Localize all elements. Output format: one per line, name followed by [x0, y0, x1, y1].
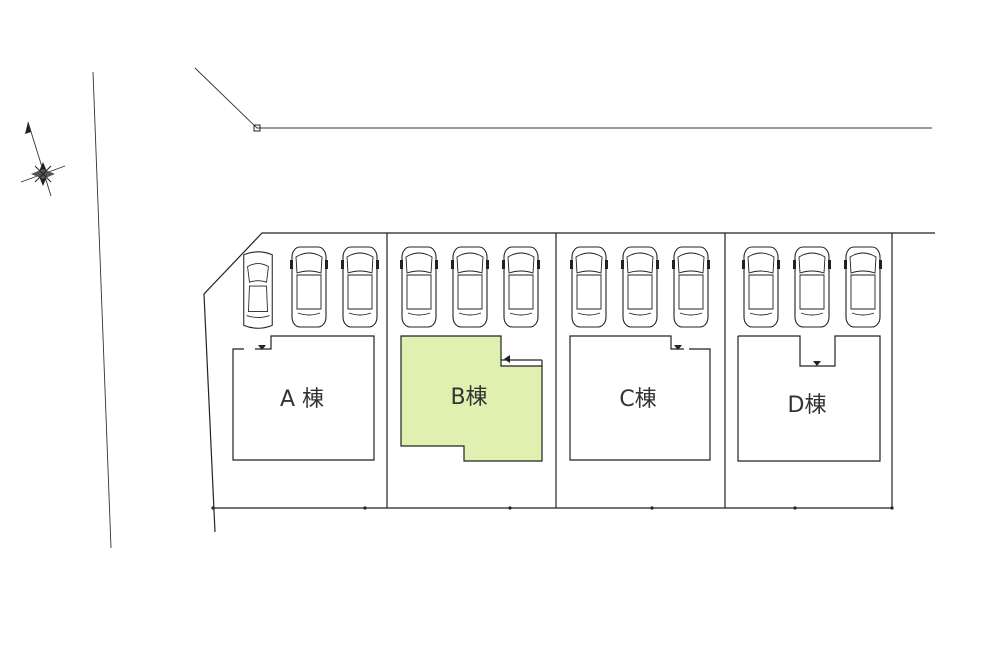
building-b[interactable]: B棟 [400, 335, 543, 462]
car-topview-icon [671, 246, 711, 328]
car-topview-icon [340, 246, 380, 328]
site-boundary [203, 232, 935, 533]
car-topview-icon [243, 251, 273, 329]
compass-rose-icon [20, 121, 66, 197]
building-a[interactable]: A 棟 [232, 335, 375, 461]
building-label-a: A 棟 [280, 387, 324, 412]
car-topview-icon [843, 246, 883, 328]
building-label-b: B棟 [450, 385, 487, 410]
car-topview-icon [741, 246, 781, 328]
building-label-c: C棟 [619, 387, 656, 412]
car-topview-icon [792, 246, 832, 328]
car-topview-icon [620, 246, 660, 328]
lot-dividers [386, 233, 726, 508]
car-topview-icon [450, 246, 490, 328]
building-label-d: D棟 [788, 393, 827, 418]
car-topview-icon [501, 246, 541, 328]
road-upper [194, 67, 932, 132]
building-c[interactable]: C棟 [569, 335, 711, 461]
car-topview-icon [569, 246, 609, 328]
building-d[interactable]: D棟 [737, 335, 881, 462]
road-edge-left [92, 71, 112, 549]
car-topview-icon [289, 246, 329, 328]
car-topview-icon [399, 246, 439, 328]
parking-cars [243, 246, 883, 329]
